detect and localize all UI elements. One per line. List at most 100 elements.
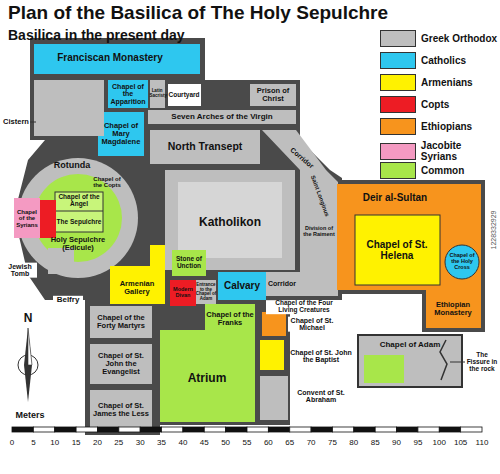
plan-shape (397, 427, 418, 432)
plan-shape (333, 180, 485, 294)
scale-number: 45 (193, 439, 215, 447)
plan-shape (290, 427, 311, 432)
scale-unit: Meters (10, 411, 50, 420)
scale-number: 70 (300, 439, 322, 447)
plan-shape (178, 182, 282, 258)
chapel-of-adam-inset (358, 335, 465, 387)
north-mark: N (21, 312, 35, 325)
room-label: Division of the Raiment (302, 226, 336, 238)
room-label: Chapel of the Apparition (108, 83, 148, 105)
plan-shape (168, 84, 201, 106)
plan-shape (260, 376, 288, 420)
plan-shape (90, 344, 152, 384)
scale-number: 50 (215, 439, 237, 447)
legend-text: Armenians (421, 77, 473, 88)
plan-shape (76, 427, 97, 432)
room-label: Calvary (218, 281, 266, 292)
room-label: Corridor (262, 280, 302, 287)
room-label: Convent of St. Abraham (290, 389, 352, 404)
legend-text: Catholics (421, 55, 466, 66)
scale-number: 30 (129, 439, 151, 447)
legend-row: Copts (380, 96, 449, 113)
cistern-leader (30, 122, 36, 123)
room-label: Franciscan Monastery (50, 53, 170, 64)
plan-shape (90, 390, 152, 430)
legend-row: Common (380, 162, 464, 179)
plan-shape (311, 427, 332, 432)
plan-shape (364, 355, 404, 383)
room-label: Chapel of St. John the Evangelist (91, 352, 151, 376)
plan-shape (422, 286, 485, 332)
plan-shape (55, 211, 103, 212)
legend-swatch (380, 143, 416, 160)
legend-row: Jacobite Syrians (380, 140, 500, 162)
scale-number: 90 (386, 439, 408, 447)
plan-shape (426, 290, 481, 328)
compass (18, 328, 38, 402)
scale-number: 85 (364, 439, 386, 447)
legend-row: Armenians (380, 74, 473, 91)
room-label: Deir al-Sultan (350, 193, 440, 204)
scale-number: 60 (257, 439, 279, 447)
legend-row: Greek Orthodox (380, 30, 497, 47)
room-label: The Fissure in the rock (466, 352, 498, 372)
room-label: Stone of Unction (172, 256, 206, 270)
scale-number: 110 (471, 439, 493, 447)
plan-shape (226, 427, 247, 432)
plan-shape (150, 245, 165, 267)
room-label: Chapel of St. Michael (288, 317, 336, 332)
plan-shape (440, 340, 447, 380)
scale-number: 100 (428, 439, 450, 447)
rooms (14, 44, 338, 430)
plan-shape (14, 38, 342, 435)
scale-number: 5 (22, 439, 44, 447)
plan-shape (170, 280, 196, 306)
legend-row: Ethiopians (380, 118, 472, 135)
scale-number: 55 (236, 439, 258, 447)
subtitle: Basilica in the present day (8, 28, 308, 43)
plan-shape (97, 427, 118, 432)
room-label: Chapel of Adam (370, 341, 450, 349)
scale-number: 25 (108, 439, 130, 447)
plan-shape (162, 427, 183, 432)
scale-number: 40 (172, 439, 194, 447)
room-label: Seven Arches of the Virgin (152, 113, 292, 121)
plan-shape (55, 427, 76, 432)
room-label: Atrium (167, 372, 247, 385)
plan-shape (418, 427, 439, 432)
plan-shape (358, 335, 462, 387)
plan-shape (375, 427, 396, 432)
room-label: Entrance to the Chapel of Adam (195, 283, 217, 302)
legend-text: Jacobite Syrians (421, 140, 500, 162)
legend-text: Common (421, 165, 464, 176)
legend-swatch (380, 30, 416, 47)
plan-shape (98, 112, 144, 156)
plan-shape (28, 328, 32, 365)
plan-shape (12, 427, 33, 432)
plan-shape (150, 80, 165, 108)
scale-number: 65 (279, 439, 301, 447)
plan-shape (461, 427, 482, 432)
scale-number: 20 (86, 439, 108, 447)
plan-shape (332, 427, 353, 432)
legend-text: Copts (421, 99, 449, 110)
plan-shape (450, 362, 465, 363)
room-label: Latin Sacristy (150, 89, 165, 98)
room-label: Ethiopian Monastery (426, 301, 480, 317)
plan-shape (110, 266, 165, 304)
room-label: Belfry (53, 296, 83, 304)
room-label: The Sepulchre (56, 219, 102, 226)
plan-shape (108, 80, 148, 108)
legend-swatch (380, 118, 416, 135)
room-label: Prison of Christ (250, 87, 296, 103)
room-label: Courtyard (168, 92, 201, 99)
plan-shape (247, 427, 268, 432)
map-title: Plan of the Basilica of The Holy Sepulch… (8, 3, 388, 23)
plan-shape (14, 198, 40, 238)
room-label: Chapel of the Franks (205, 311, 255, 327)
plan-shape (160, 330, 255, 422)
east-wing (337, 184, 481, 328)
room-label: Modern Divan (171, 287, 195, 299)
room-label: Katholikon (185, 216, 275, 229)
plan-shape (30, 122, 36, 123)
